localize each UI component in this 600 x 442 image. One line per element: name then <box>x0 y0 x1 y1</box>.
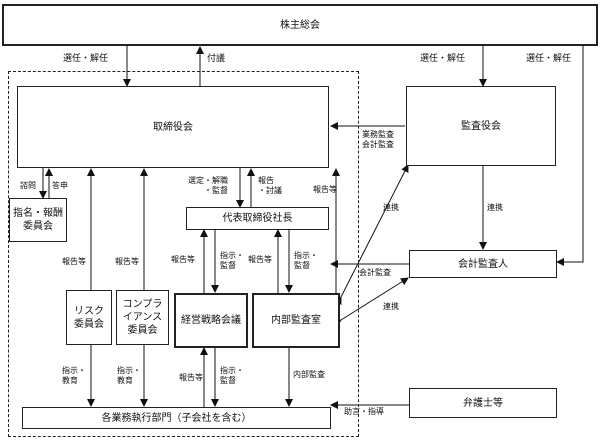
node-auditors: 監査役会 <box>406 86 556 166</box>
label-report-compliance: 報告等 <box>115 257 139 266</box>
label-instruct-compliance: 指示・ 教育 <box>117 366 141 385</box>
node-shareholders: 株主総会 <box>2 4 598 46</box>
label-internal-audit-dept: 内部監査 <box>293 370 325 379</box>
governance-boundary <box>8 71 359 437</box>
label-appoint-board: 選任・解任 <box>63 54 109 64</box>
label-report-dept-strategy: 報告等 <box>179 373 203 382</box>
label-report-president-strategy: 報告等 <box>171 255 195 264</box>
node-strategy-meeting: 経営戦略会議 <box>174 293 248 348</box>
label-instruct-ia: 指示・ 監督 <box>294 251 318 270</box>
label-refer: 付議 <box>207 54 226 64</box>
label-instruct-dept-strategy: 指示・ 監督 <box>220 366 244 385</box>
node-compliance-committee: コンプラ イアンス 委員会 <box>116 290 169 345</box>
label-audit-board: 業務監査 会計監査 <box>362 130 394 149</box>
label-accounting-audit: 会計監査 <box>359 268 391 277</box>
label-coop-3: 連携 <box>383 302 399 311</box>
label-appoint-auditors: 選任・解任 <box>420 54 466 64</box>
node-board: 取締役会 <box>17 86 329 168</box>
arrow-appoint-accounting <box>556 46 584 266</box>
label-advice: 助言・指導 <box>344 407 384 416</box>
node-risk-committee: リスク 委員会 <box>66 290 112 345</box>
label-appoint-accounting: 選任・解任 <box>526 54 572 64</box>
node-nomination: 指名・報酬 委員会 <box>9 198 67 242</box>
node-president: 代表取締役社長 <box>186 207 329 230</box>
label-select-dismiss: 選定・解職 ・監督 <box>188 176 228 195</box>
node-lawyers: 弁護士等 <box>409 388 557 418</box>
label-consult: 諮問 <box>20 181 36 190</box>
label-coop-1: 連携 <box>383 203 399 212</box>
label-instruct-risk: 指示・ 教育 <box>62 366 86 385</box>
label-report-risk: 報告等 <box>62 257 86 266</box>
arrow-coop-1 <box>334 164 409 306</box>
node-internal-audit: 内部監査室 <box>252 293 340 348</box>
label-report-ia-president: 報告等 <box>248 255 272 264</box>
label-report-ia-board: 報告等 <box>313 185 337 194</box>
arrow-coop-3 <box>332 277 409 328</box>
label-instruct-strategy: 指示・ 監督 <box>220 251 244 270</box>
label-report-answer: 答申 <box>52 181 68 190</box>
node-accounting-auditor: 会計監査人 <box>409 250 557 278</box>
node-departments: 各業務執行部門（子会社を含む） <box>22 407 331 429</box>
label-report-discuss: 報告 ・討議 <box>258 176 282 195</box>
label-coop-2: 連携 <box>487 203 503 212</box>
